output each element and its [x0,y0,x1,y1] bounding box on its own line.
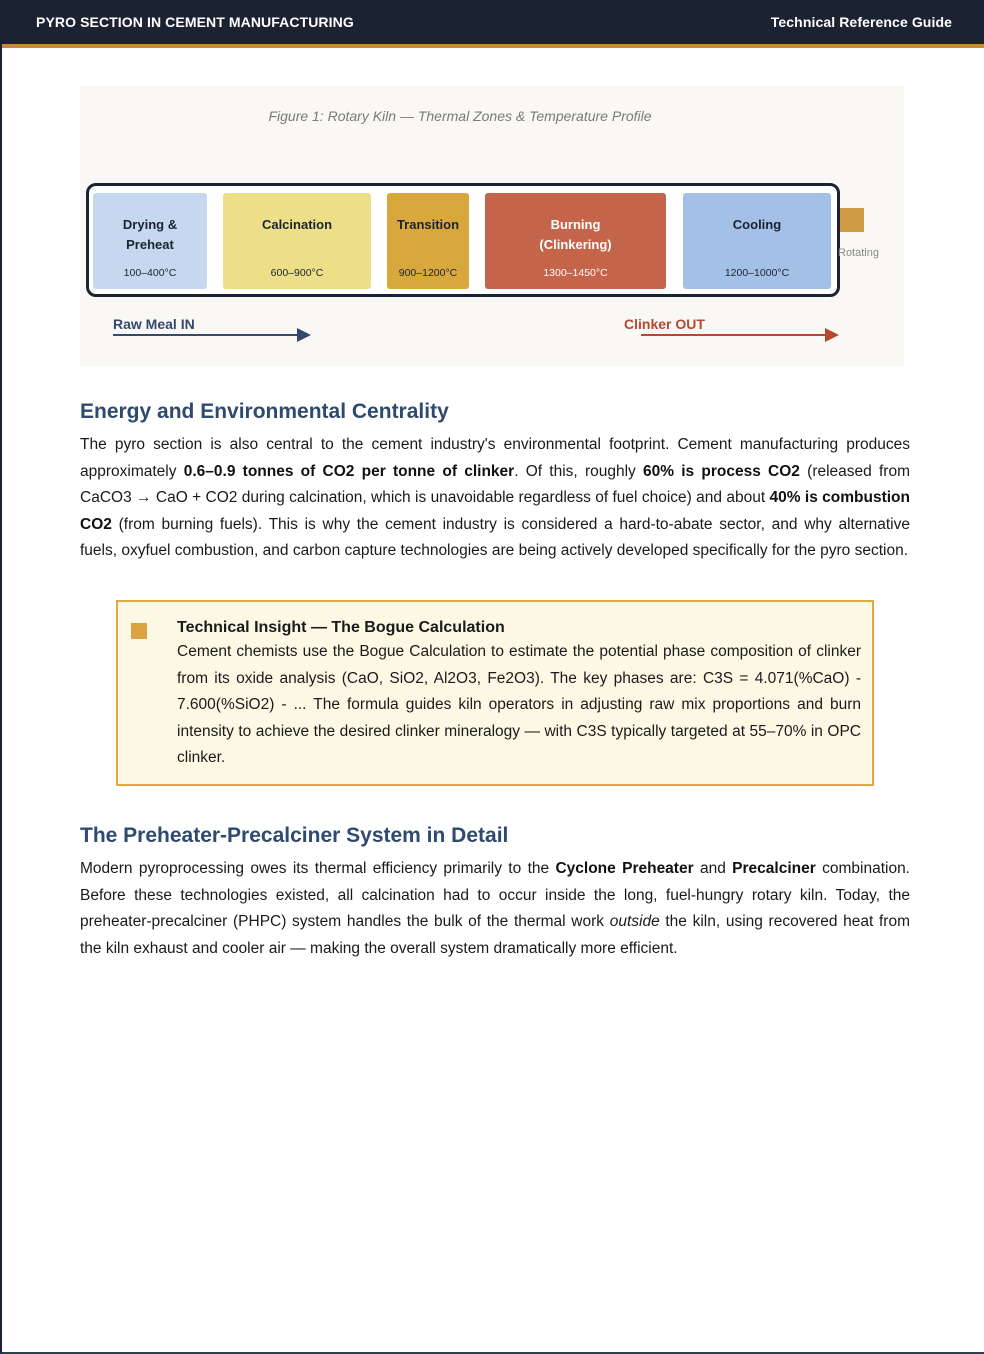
zone-name: Calcination [261,217,333,232]
rotating-label: Rotating [838,247,879,259]
zone-burning: Burning (Clinkering) 1300–1450°C [485,193,666,289]
document-title: PYRO SECTION IN CEMENT MANUFACTURING [36,14,354,30]
zone-temperature: 100–400°C [123,267,177,279]
text-run: Modern pyroprocessing owes its thermal e… [80,860,556,877]
text-run: The pyro section is also central to the … [80,436,910,480]
zone-calcination: Calcination 600–900°C [223,193,371,289]
bold-text: 40% is combustion CO2 [80,489,910,533]
zone-cooling: Cooling 1200–1000°C [683,193,831,289]
bold-text: 60% is process CO2 [643,462,800,480]
text-run: the kiln, using recovered heat from the … [80,913,910,957]
kiln-figure: Figure 1: Rotary Kiln — Thermal Zones & … [80,86,904,366]
zone-name: Transition [396,217,460,232]
zone-name: Drying & Preheat [122,217,178,252]
text-run: (released from CaCO3 → CaO + CO2 during … [80,462,910,507]
zone-drying-preheat: Drying & Preheat 100–400°C [93,193,207,289]
zone-transition: Transition 900–1200°C [387,193,469,289]
section-heading-energy: Energy and Environmental Centrality [80,400,449,423]
text-run: . Of this, roughly [514,462,643,480]
italic-text: outside [609,913,660,930]
bold-text: 0.6–0.9 tonnes of CO2 per tonne of clink… [183,462,515,480]
energy-paragraph: The pyro section is also central to the … [80,432,910,565]
text-run: combination. Before these technologies e… [80,860,910,930]
raw-meal-arrow-icon [113,328,311,342]
page-header: PYRO SECTION IN CEMENT MANUFACTURING Tec… [2,0,984,48]
zone-temperature: 600–900°C [270,267,324,279]
drive-motor-icon [840,208,864,232]
zone-temperature: 1300–1450°C [543,267,608,279]
zone-temperature: 900–1200°C [398,267,458,279]
clinker-out-arrow-icon [641,328,839,342]
section-heading-preheater: The Preheater-Precalciner System in Deta… [80,824,509,847]
rotary-kiln: Drying & Preheat 100–400°C Calcination 6… [86,183,840,297]
bold-text: Precalciner [732,860,816,877]
callout-body: Cement chemists use the Bogue Calculatio… [177,643,861,766]
bold-text: Cyclone Preheater [555,860,694,877]
zone-temperature: 1200–1000°C [724,267,790,279]
zone-name: Burning (Clinkering) [539,217,612,252]
clinker-out-label: Clinker OUT [624,316,705,332]
callout-title: Technical Insight — The Bogue Calculatio… [177,619,505,636]
text-run: (from burning fuels). This is why the ce… [80,515,910,560]
text-run: and [693,860,733,877]
figure-caption: Figure 1: Rotary Kiln — Thermal Zones & … [268,108,652,124]
guide-title: Technical Reference Guide [770,14,952,30]
technical-insight-callout: Technical Insight — The Bogue Calculatio… [116,600,874,786]
raw-meal-in-label: Raw Meal IN [113,316,195,332]
callout-marker-icon [131,623,147,639]
zone-name: Cooling [732,217,782,232]
preheater-paragraph: Modern pyroprocessing owes its thermal e… [80,856,910,962]
